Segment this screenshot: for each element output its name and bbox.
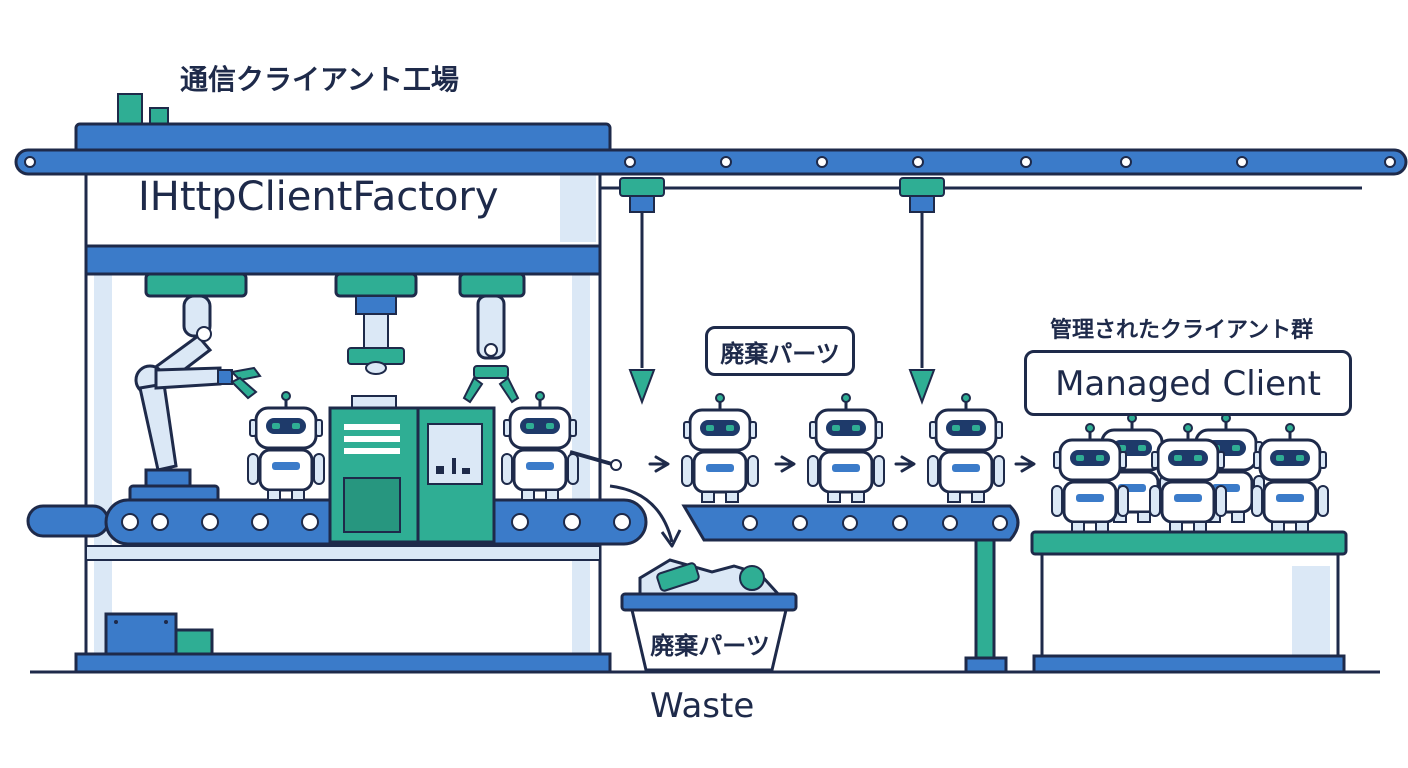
- discard-path: [609, 484, 674, 543]
- robot-icon: [1250, 422, 1330, 534]
- robot-icon: [806, 392, 886, 504]
- press-tool: [347, 295, 405, 375]
- drop-arrow-icon: [628, 369, 656, 405]
- diagram-title: 通信クライアント工場: [180, 63, 459, 96]
- transit-conveyor: [681, 504, 1020, 674]
- gripper-claw-icon: [462, 294, 520, 404]
- managed-client-label: Managed Client: [1024, 350, 1352, 416]
- managed-table: [1030, 412, 1348, 674]
- drop-chute-1: [619, 177, 665, 405]
- overhead-rail: [14, 148, 1408, 190]
- drop-chute-2: [899, 177, 945, 405]
- waste-label: Waste: [650, 686, 755, 726]
- arrow-right-icon: [774, 455, 796, 473]
- robot-icon: [926, 392, 1006, 504]
- drop-arrow-icon: [908, 369, 936, 405]
- discard-arrow-icon: [660, 529, 682, 548]
- arrow-right-icon: [894, 455, 916, 473]
- trash-bin-icon: [620, 558, 798, 672]
- bin-label: 廃棄パーツ: [650, 632, 770, 660]
- factory-name: IHttpClientFactory: [138, 174, 499, 220]
- arrow-right-icon: [1014, 455, 1036, 473]
- waste-parts-tag: 廃棄パーツ: [705, 326, 855, 376]
- robot-probe: [569, 450, 622, 471]
- managed-clients-title: 管理されたクライアント群: [1050, 318, 1314, 343]
- assembly-machine: [328, 395, 496, 544]
- ceiling-tools: [128, 272, 526, 506]
- arrow-right-icon: [648, 455, 670, 473]
- robot-icon: [680, 392, 760, 504]
